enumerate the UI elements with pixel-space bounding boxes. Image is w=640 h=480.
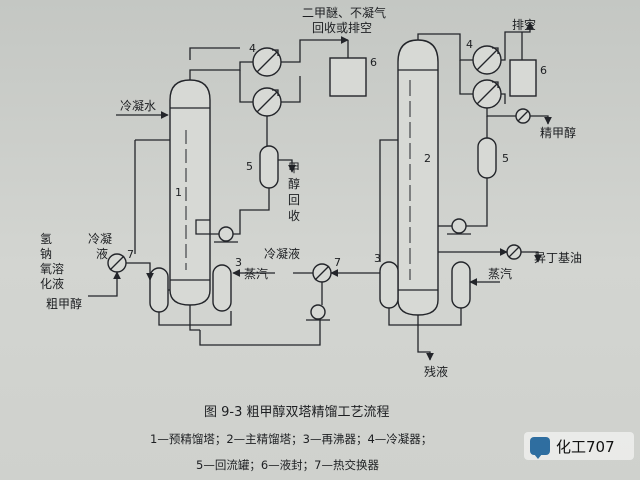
label-methanol-recovery-4: 收 xyxy=(288,209,300,223)
reboiler-left-b xyxy=(212,264,232,312)
number-column-2: 2 xyxy=(424,152,431,165)
reboiler-left-a xyxy=(149,267,169,313)
legend-line-1: 1—预精馏塔；2—主精馏塔；3—再沸器；4—冷凝器； xyxy=(150,432,432,446)
pump-mid xyxy=(306,304,330,321)
label-methanol-recovery-2: 醇 xyxy=(288,176,300,191)
label-hydrogen-3: 氧溶 xyxy=(40,261,64,276)
number-hx-left: 7 xyxy=(127,248,134,261)
number-column-1: 1 xyxy=(175,186,182,199)
condenser-left-lower xyxy=(252,87,282,117)
label-pure-methanol: 精甲醇 xyxy=(540,125,576,140)
chat-bubble-icon xyxy=(530,437,550,459)
label-recovery: 回收或排空 xyxy=(312,21,372,35)
label-hydrogen-1: 氢 xyxy=(40,231,52,246)
label-isobutyl-oil: 异丁基油 xyxy=(534,251,582,265)
main-distillation-column xyxy=(397,39,439,316)
number-reboiler-left: 3 xyxy=(235,256,242,269)
label-steam-left: 蒸汽 xyxy=(244,266,268,281)
number-seal-right: 6 xyxy=(540,64,547,77)
reflux-drum-left xyxy=(259,145,279,189)
condenser-left-upper xyxy=(252,47,282,77)
label-cooling-water: 冷凝水 xyxy=(120,98,156,113)
liquid-seal-right xyxy=(509,59,537,97)
number-drum-right: 5 xyxy=(502,152,509,165)
label-dme: 二甲醚、不凝气 xyxy=(302,5,386,20)
number-reboiler-right: 3 xyxy=(374,252,381,265)
label-vent: 排空 xyxy=(512,18,536,32)
condenser-right-upper xyxy=(472,45,502,75)
label-condensate-left-1: 冷凝 xyxy=(88,231,112,246)
label-condensate-mid: 冷凝液 xyxy=(264,246,300,261)
right-piping xyxy=(189,21,552,361)
figure-title: 图 9-3 粗甲醇双塔精馏工艺流程 xyxy=(204,404,390,420)
reboiler-right-a xyxy=(379,261,399,309)
reboiler-right-b xyxy=(451,261,471,309)
product-cooler-right xyxy=(515,108,531,124)
label-residue: 残液 xyxy=(424,364,448,379)
label-hydrogen-2: 钠 xyxy=(40,246,52,261)
condenser-right-lower xyxy=(472,79,502,109)
pre-distillation-column xyxy=(169,79,211,306)
legend-line-2: 5—回流罐；6—液封；7—热交换器 xyxy=(196,458,379,472)
watermark: 化工707 xyxy=(524,432,634,460)
label-methanol-recovery-3: 回 xyxy=(288,193,300,207)
liquid-seal-left xyxy=(329,57,367,97)
reflux-drum-right xyxy=(477,137,497,179)
watermark-text: 化工707 xyxy=(556,437,615,456)
isobutyl-cooler xyxy=(506,244,522,260)
heat-exchanger-left xyxy=(107,253,127,273)
label-crude-methanol: 粗甲醇 xyxy=(46,296,82,311)
left-piping xyxy=(88,36,349,346)
label-hydrogen-4: 化液 xyxy=(40,276,64,291)
number-hx-mid: 7 xyxy=(334,256,341,269)
heat-exchanger-mid xyxy=(312,263,332,283)
number-condenser-right: 4 xyxy=(466,38,473,51)
label-methanol-recovery-1: 甲 xyxy=(288,161,300,175)
label-condensate-left-2: 液 xyxy=(96,246,108,261)
number-condenser-left: 4 xyxy=(249,42,256,55)
number-seal-left: 6 xyxy=(370,56,377,69)
label-steam-right: 蒸汽 xyxy=(488,266,512,281)
number-drum-left: 5 xyxy=(246,160,253,173)
